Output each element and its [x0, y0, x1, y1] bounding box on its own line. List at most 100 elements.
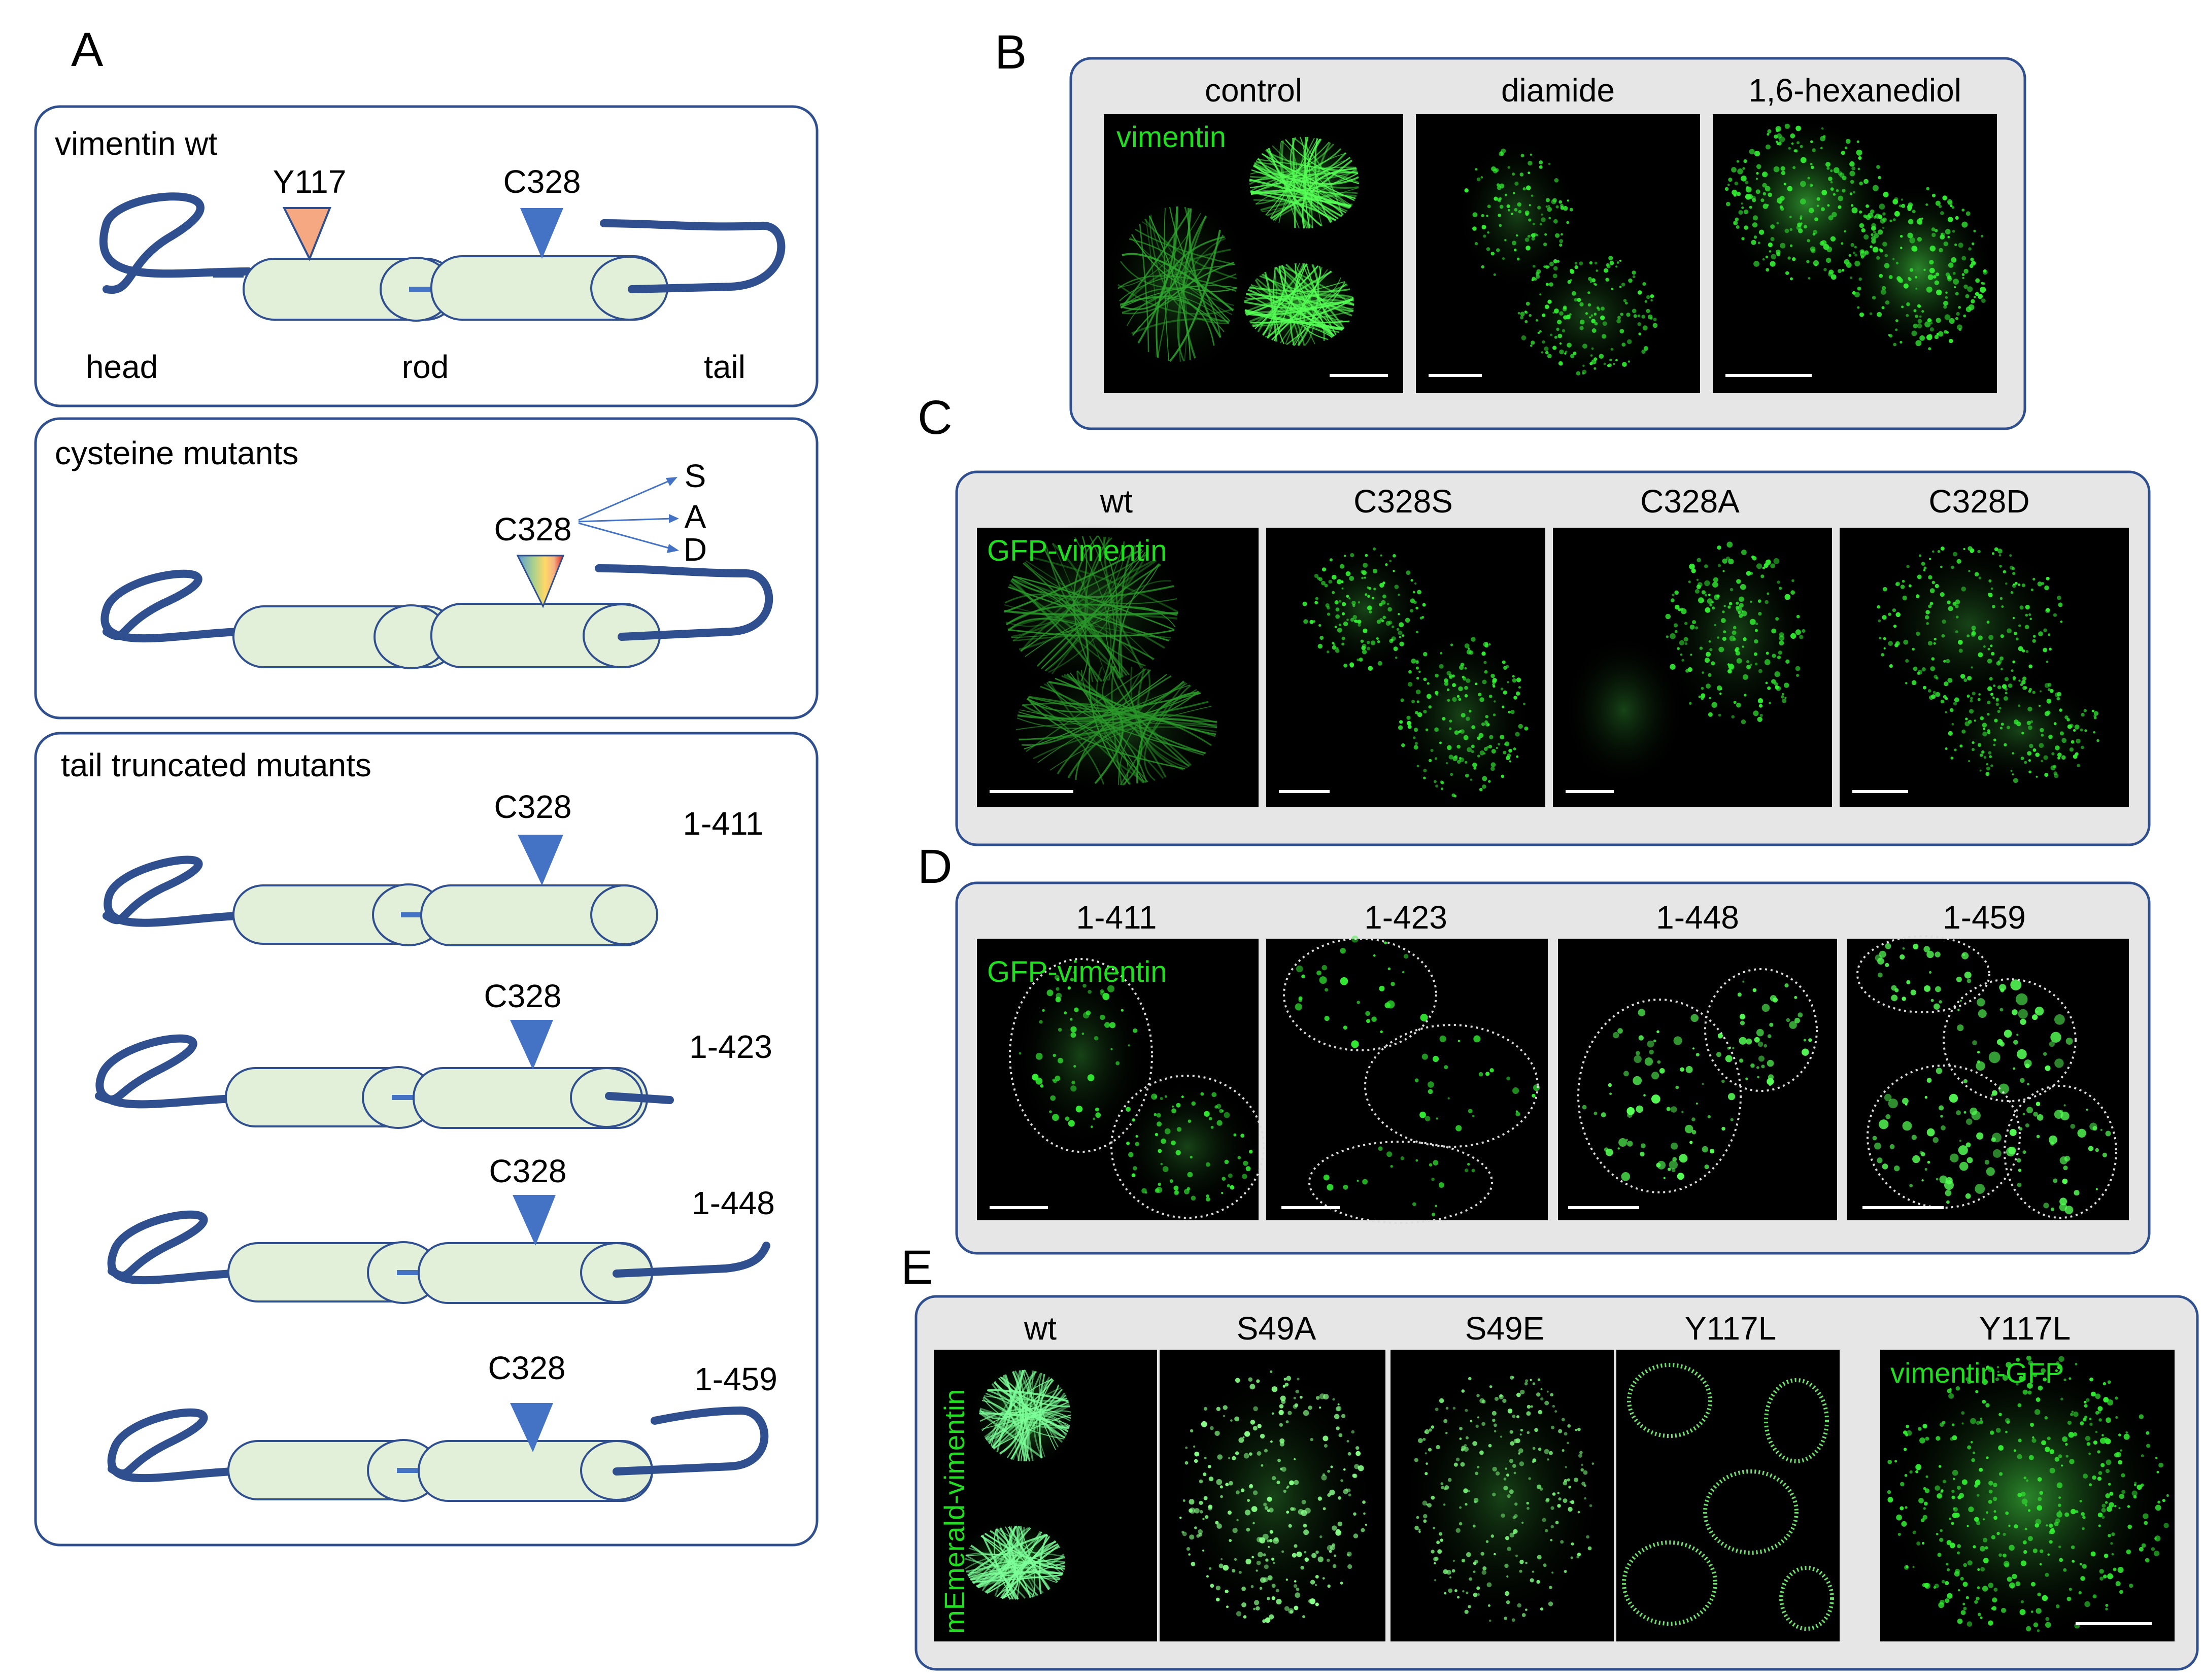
punctum	[1793, 149, 1797, 153]
punctum	[1413, 728, 1418, 732]
punctum	[1446, 688, 1450, 692]
punctum	[1459, 757, 1462, 760]
filament	[1102, 666, 1204, 756]
punctum	[2030, 588, 2033, 591]
punctum	[1215, 1597, 1220, 1602]
c328-label-cysteine: C328	[494, 511, 572, 547]
punctum	[1436, 1540, 1440, 1545]
punctum	[1727, 1046, 1731, 1050]
punctum	[1857, 167, 1860, 170]
punctum	[1531, 340, 1535, 345]
punctum	[1694, 589, 1700, 594]
punctum	[1315, 1575, 1319, 1579]
punctum	[1243, 1615, 1247, 1619]
punctum	[1684, 1124, 1693, 1134]
punctum	[1544, 304, 1549, 310]
punctum	[1570, 269, 1575, 274]
filament	[1103, 536, 1142, 669]
punctum	[1455, 1125, 1462, 1132]
punctum	[1993, 684, 1996, 687]
punctum	[2114, 1452, 2119, 1458]
punctum	[1707, 598, 1713, 604]
t411-range-label: 1-411	[683, 805, 764, 842]
punctum	[1445, 762, 1448, 765]
punctum	[1702, 1146, 1708, 1153]
punctum	[1384, 941, 1387, 944]
filament	[1150, 214, 1235, 306]
punctum	[2039, 1491, 2044, 1495]
punctum	[1559, 342, 1562, 345]
punctum	[2027, 1383, 2033, 1389]
t448-c328-marker	[513, 1195, 556, 1246]
punctum	[1478, 733, 1484, 738]
punctum	[1972, 748, 1975, 751]
punctum	[1321, 567, 1327, 572]
punctum	[2084, 729, 2087, 732]
punctum	[1379, 582, 1384, 588]
punctum	[1175, 1150, 1181, 1155]
filament	[1270, 159, 1353, 220]
punctum	[2101, 1516, 2105, 1519]
punctum	[1906, 302, 1910, 306]
punctum	[1913, 323, 1918, 329]
punctum	[1452, 756, 1458, 761]
punctum	[1779, 196, 1785, 201]
punctum	[1199, 1479, 1203, 1484]
punctum	[2018, 704, 2021, 707]
punctum	[1508, 748, 1512, 753]
punctum	[2024, 761, 2027, 764]
punctum	[1198, 1529, 1203, 1534]
t423-c328-label: C328	[484, 978, 562, 1014]
punctum	[1327, 650, 1330, 654]
punctum	[2126, 1549, 2131, 1555]
punctum	[1458, 698, 1462, 701]
punctum	[1878, 176, 1881, 180]
punctum	[1770, 563, 1776, 569]
punctum	[1953, 279, 1959, 285]
punctum	[1479, 787, 1483, 792]
punctum	[1830, 274, 1837, 280]
punctum	[1485, 1540, 1489, 1543]
punctum	[1351, 1040, 1359, 1048]
punctum	[1452, 1407, 1456, 1410]
punctum	[1776, 142, 1779, 145]
punctum	[1596, 306, 1600, 310]
punctum	[1951, 1489, 1955, 1493]
punctum	[2070, 1413, 2074, 1416]
punctum	[1350, 553, 1354, 558]
punctum	[1830, 181, 1833, 184]
punctum	[1503, 1478, 1507, 1481]
punctum	[1980, 234, 1984, 237]
punctum	[1574, 261, 1578, 265]
punctum	[1526, 1411, 1531, 1416]
punctum	[1519, 1433, 1522, 1436]
punctum	[2043, 1052, 2047, 1056]
punctum	[1531, 194, 1534, 197]
punctum	[1221, 1192, 1224, 1194]
punctum	[1546, 1390, 1549, 1393]
punctum	[1319, 1535, 1323, 1538]
punctum	[1811, 184, 1813, 187]
panel-c-stain-label: GFP-vimentin	[987, 534, 1167, 567]
punctum	[1472, 1441, 1477, 1446]
punctum	[2053, 722, 2057, 726]
punctum	[1433, 1527, 1435, 1530]
punctum	[1515, 1554, 1518, 1557]
punctum	[1708, 593, 1711, 596]
punctum	[1341, 636, 1345, 640]
punctum	[1295, 1389, 1300, 1394]
punctum	[1315, 1396, 1320, 1400]
punctum	[1946, 1200, 1950, 1204]
punctum	[1924, 1488, 1930, 1493]
filament	[1266, 167, 1358, 217]
punctum	[1633, 1076, 1642, 1085]
punctum	[1779, 201, 1781, 204]
punctum	[1269, 1507, 1274, 1513]
punctum	[2005, 1430, 2008, 1433]
punctum	[1616, 319, 1621, 324]
punctum	[1759, 713, 1763, 717]
punctum	[1411, 659, 1416, 664]
punctum	[1347, 1564, 1352, 1569]
punctum	[1447, 745, 1452, 750]
